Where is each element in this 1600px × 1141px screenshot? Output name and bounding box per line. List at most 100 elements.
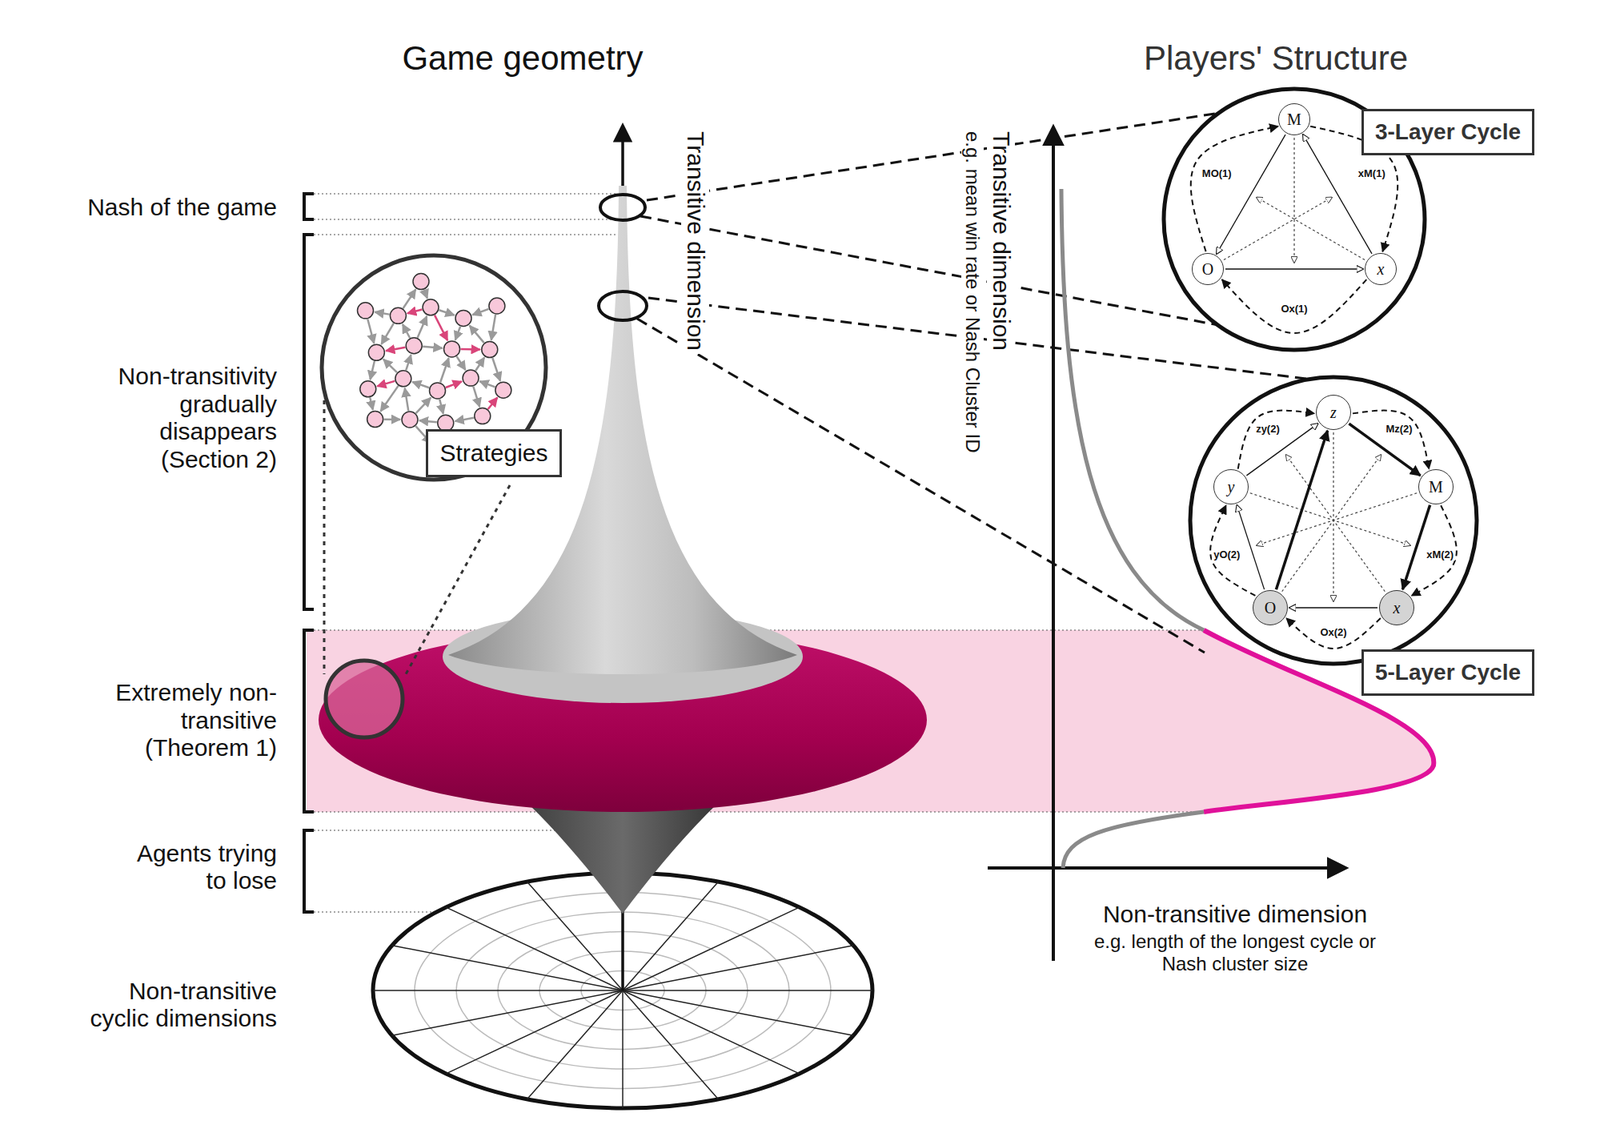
dotted-relation <box>1256 196 1365 260</box>
edge-label: xM(2) <box>1424 549 1456 561</box>
relation-arrow <box>1402 505 1430 590</box>
edge-label: Mz(2) <box>1383 423 1414 435</box>
disc-spoke <box>622 990 718 1099</box>
dotted-relation <box>1223 196 1332 260</box>
disc-spoke <box>622 990 854 1035</box>
annotation-label: Agents trying to lose <box>112 839 277 895</box>
strategy-arrow <box>422 346 442 349</box>
disc-spoke <box>392 945 623 991</box>
strategy-arrow <box>461 348 481 351</box>
strategy-dot <box>401 411 418 428</box>
strategy-dot <box>405 337 422 354</box>
strategy-dot <box>489 297 506 314</box>
dotted-relation <box>1286 454 1386 592</box>
strategy-arrow <box>424 289 428 299</box>
dotted-relation <box>1332 432 1334 602</box>
disc-spoke <box>622 990 800 1074</box>
strategy-arrow <box>376 380 395 386</box>
node-label: O <box>1264 598 1276 618</box>
edge-label: MO(1) <box>1200 168 1234 180</box>
strategy-arrow <box>473 386 480 408</box>
player-node: x <box>1379 589 1415 626</box>
strategy-arrow <box>370 360 375 380</box>
disc-spoke <box>621 990 624 1108</box>
leader-line <box>646 107 1257 201</box>
strategy-arrow <box>472 308 489 315</box>
section-heading: Game geometry <box>401 39 643 78</box>
strategy-dot <box>462 369 479 386</box>
relation-arrow <box>1216 134 1286 254</box>
player-node: O <box>1191 252 1224 285</box>
dominance-arc <box>1238 410 1315 470</box>
strategy-arrow <box>439 399 444 414</box>
strategy-dot <box>455 309 472 326</box>
relation-arrow <box>1225 268 1364 269</box>
strategy-dot <box>429 382 446 399</box>
annotation-label: Extremely non-transitive (Theorem 1) <box>108 678 277 762</box>
axis-label: e.g. mean win rate or Nash Cluster ID <box>961 128 984 457</box>
annotation-label: Non-transitive cyclic dimensions <box>80 977 277 1033</box>
sample-circle <box>325 660 403 738</box>
axis-label: Transitive dimension <box>681 128 710 354</box>
node-label: O <box>1202 260 1214 279</box>
strategy-arrow <box>457 356 466 370</box>
strategy-arrow <box>479 380 495 387</box>
relation-arrow <box>1348 423 1420 476</box>
bracket <box>304 234 314 610</box>
strategy-arrow <box>469 325 485 343</box>
leader-line <box>637 318 1205 653</box>
transitive-axis-graph <box>1051 128 1055 961</box>
strategy-arrow <box>440 357 449 382</box>
strategy-arrow <box>405 388 410 411</box>
disc-spoke <box>622 945 854 991</box>
strategy-arrow <box>434 315 448 341</box>
player-node: x <box>1364 252 1397 285</box>
callout-box: Strategies <box>425 429 562 478</box>
strategy-arrow <box>385 347 406 351</box>
strategy-dot <box>481 341 498 358</box>
axis-label: Transitive dimension <box>987 128 1016 354</box>
strategy-arrow <box>367 319 374 344</box>
strategy-arrow <box>402 324 410 338</box>
strategy-dot <box>389 307 406 324</box>
guide-line <box>313 810 1204 812</box>
dominance-arc <box>1190 126 1279 252</box>
disc-spoke <box>622 989 873 991</box>
box-label: 5-Layer Cycle <box>1375 659 1521 686</box>
heading-box: 3-Layer Cycle <box>1361 108 1535 156</box>
dotted-relation <box>1256 493 1417 546</box>
strategy-arrow <box>380 323 393 345</box>
strategy-arrow <box>384 417 401 421</box>
guide-lines <box>313 193 1204 912</box>
cycle-circle <box>1190 376 1477 664</box>
disc-spoke <box>527 881 623 991</box>
dotted-relation <box>1250 493 1411 546</box>
relation-arrow <box>1236 505 1264 590</box>
strategy-dot <box>495 381 512 398</box>
strategy-arrow <box>455 326 461 341</box>
edge-label: zy(2) <box>1254 423 1282 435</box>
dominance-arc <box>1286 617 1381 649</box>
edge-label: Ox(2) <box>1318 626 1348 638</box>
bracket <box>304 629 314 812</box>
disc-spoke <box>445 906 623 991</box>
section-heading: Players' Structure <box>1143 39 1408 78</box>
bracket <box>304 830 314 912</box>
strategy-arrow <box>419 420 438 422</box>
strategy-arrow <box>492 357 501 381</box>
strategy-arrow <box>403 289 417 309</box>
box-label: 3-Layer Cycle <box>1375 119 1521 145</box>
strategy-dot <box>474 408 491 425</box>
disc-spoke <box>622 906 800 991</box>
node-label: M <box>1287 110 1302 129</box>
dominance-arc <box>1210 505 1256 596</box>
strategy-arrow <box>475 357 485 371</box>
player-node: M <box>1278 103 1311 136</box>
strategy-arrow <box>383 359 397 373</box>
strategy-arrow <box>455 417 474 422</box>
strategy-arrow <box>488 396 498 410</box>
strategy-arrow <box>374 312 389 315</box>
callout-line <box>323 400 326 674</box>
brackets <box>304 193 314 912</box>
